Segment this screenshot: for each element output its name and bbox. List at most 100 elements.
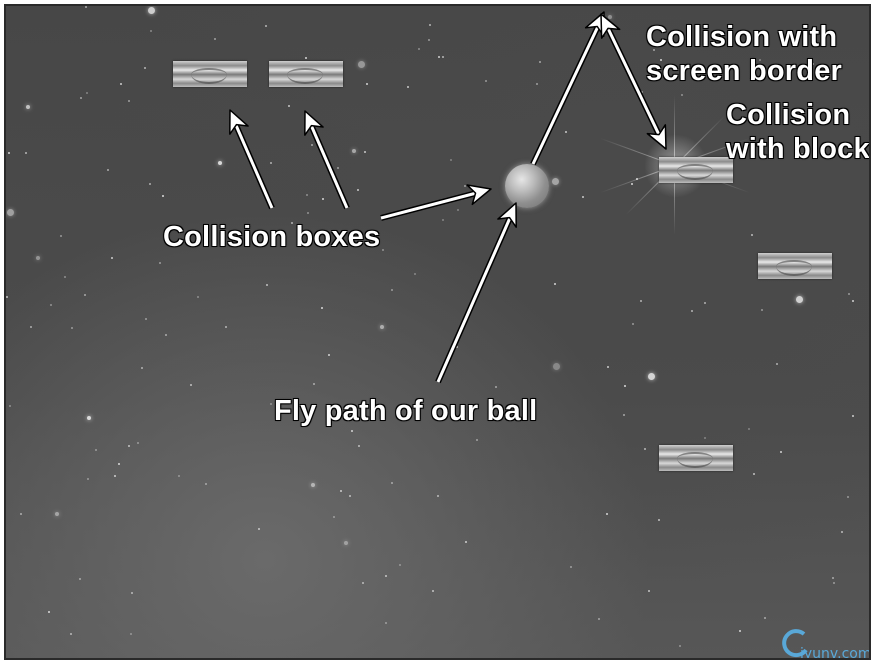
star xyxy=(399,564,401,566)
star xyxy=(84,294,86,296)
star xyxy=(456,346,458,348)
star xyxy=(266,284,268,286)
star xyxy=(450,159,452,161)
star xyxy=(311,483,315,487)
star xyxy=(428,39,430,41)
star xyxy=(87,478,89,480)
star xyxy=(25,152,27,154)
star xyxy=(197,296,199,298)
brick-block xyxy=(659,157,733,183)
star xyxy=(36,256,40,260)
star xyxy=(159,262,161,264)
star xyxy=(145,318,147,320)
star xyxy=(258,528,260,530)
star xyxy=(606,513,608,515)
star xyxy=(432,590,434,592)
star xyxy=(539,61,541,63)
star xyxy=(333,516,335,518)
star xyxy=(48,611,50,613)
star xyxy=(128,445,130,447)
site-watermark: iyunv.com xyxy=(778,624,869,658)
star xyxy=(380,325,384,329)
star xyxy=(832,577,834,579)
star xyxy=(313,383,315,385)
star xyxy=(306,194,308,196)
star xyxy=(144,67,146,69)
star xyxy=(391,482,393,484)
star xyxy=(623,414,625,416)
star xyxy=(429,24,431,26)
star xyxy=(753,473,755,475)
star xyxy=(438,56,440,58)
arrow-to-box-1 xyxy=(220,105,275,210)
star xyxy=(648,590,650,592)
star xyxy=(418,48,420,50)
star xyxy=(225,326,227,328)
star xyxy=(291,222,293,224)
star xyxy=(70,633,72,635)
star xyxy=(340,490,342,492)
star xyxy=(20,513,22,515)
star xyxy=(852,415,854,417)
star xyxy=(86,92,88,94)
star xyxy=(141,367,143,369)
star xyxy=(476,439,478,441)
star xyxy=(485,80,487,82)
label-collision-screen-border: Collision with screen border xyxy=(646,20,842,88)
star xyxy=(653,49,655,51)
star xyxy=(165,334,167,336)
star xyxy=(640,300,642,302)
star xyxy=(357,189,359,191)
star xyxy=(205,483,207,485)
brick-block xyxy=(269,61,343,87)
star xyxy=(658,519,660,521)
label-line: Collision xyxy=(726,99,851,131)
star xyxy=(582,196,584,198)
star xyxy=(465,541,467,543)
star xyxy=(385,575,387,577)
star xyxy=(681,94,683,96)
star xyxy=(358,61,365,68)
annotation-arrows xyxy=(220,7,676,384)
star xyxy=(352,149,356,153)
star xyxy=(130,633,132,635)
star xyxy=(553,363,560,370)
star xyxy=(848,293,850,295)
star xyxy=(64,276,66,278)
label-fly-path: Fly path of our ball xyxy=(274,395,538,427)
star xyxy=(128,100,130,102)
star xyxy=(95,449,97,451)
star xyxy=(364,151,366,153)
label-line: Collision with xyxy=(646,21,838,53)
star xyxy=(536,83,538,85)
label-collision-boxes: Collision boxes xyxy=(163,221,381,253)
star xyxy=(150,30,152,32)
star xyxy=(60,235,62,237)
star xyxy=(307,212,309,214)
star xyxy=(349,495,351,497)
star xyxy=(328,354,330,356)
star xyxy=(358,445,360,447)
star xyxy=(704,302,706,304)
arrow-border-to-block xyxy=(591,8,676,155)
star xyxy=(270,403,272,405)
star xyxy=(570,566,572,568)
star xyxy=(322,198,324,200)
star xyxy=(852,300,854,302)
star xyxy=(751,234,753,236)
star xyxy=(464,185,466,187)
brick-block xyxy=(659,445,733,471)
star xyxy=(270,162,272,164)
star xyxy=(311,144,313,146)
star xyxy=(137,442,139,444)
label-collision-block: Collision with block xyxy=(726,98,869,166)
star xyxy=(148,7,155,14)
arrow-to-box-2 xyxy=(295,106,350,210)
star xyxy=(178,475,180,477)
brick-block xyxy=(758,253,832,279)
star xyxy=(366,83,368,85)
star xyxy=(833,582,835,584)
star xyxy=(552,178,559,185)
star xyxy=(495,386,497,388)
star xyxy=(761,309,763,311)
